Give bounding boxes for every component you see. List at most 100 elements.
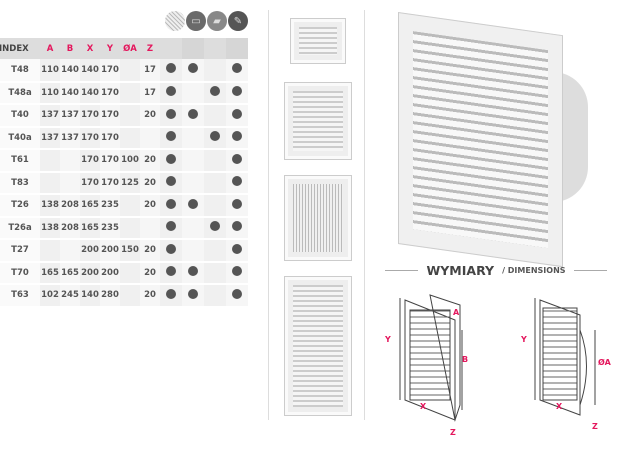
cell-index: T40 [0, 104, 40, 128]
cell-z [140, 126, 160, 150]
product-photo [284, 82, 352, 160]
cell-oa [120, 104, 140, 128]
cell-y: 200 [100, 261, 120, 285]
feature-cell [226, 194, 248, 218]
feature-cell [160, 194, 182, 218]
dot-icon [166, 288, 176, 299]
cell-a: 137 [40, 126, 60, 150]
feature-cell [226, 81, 248, 105]
cell-y: 235 [100, 216, 120, 240]
cell-y: 200 [100, 239, 120, 263]
cell-oa [120, 284, 140, 308]
feature-cell [182, 59, 204, 83]
dimensions-heading: WYMIARY/ DIMENSIONS [385, 263, 607, 278]
feature-cell [204, 239, 226, 263]
feature-cell [160, 126, 182, 150]
cell-y: 170 [100, 171, 120, 195]
feature-cell [226, 239, 248, 263]
paintable-icon: ✎ [228, 11, 248, 31]
cell-z: 20 [140, 261, 160, 285]
cell-y: 170 [100, 126, 120, 150]
cell-x: 140 [80, 59, 100, 83]
feature-cell [204, 171, 226, 195]
dot-icon [166, 176, 176, 187]
cell-a: 110 [40, 81, 60, 105]
cell-index: T26 [0, 194, 40, 218]
dot-icon [166, 63, 176, 74]
cell-b: 137 [60, 104, 80, 128]
cell-z: 17 [140, 59, 160, 83]
feature-cell [182, 81, 204, 105]
dot-icon [166, 243, 176, 254]
feature-cell [226, 216, 248, 240]
feature-cell [160, 104, 182, 128]
cell-z: 20 [140, 194, 160, 218]
cell-oa [120, 216, 140, 240]
cell-x: 170 [80, 149, 100, 173]
feature-cell [226, 284, 248, 308]
feature-cell [160, 216, 182, 240]
cell-oa: 100 [120, 149, 140, 173]
cell-oa [120, 126, 140, 150]
cell-b: 208 [60, 194, 80, 218]
cell-index: T48 [0, 59, 40, 83]
feature-cell [204, 149, 226, 173]
feature-cell [160, 81, 182, 105]
dot-icon [166, 221, 176, 232]
feature-cell [182, 194, 204, 218]
cell-index: T63 [0, 284, 40, 308]
feature-column-header [204, 38, 226, 59]
cell-z: 20 [140, 104, 160, 128]
feature-cell [204, 126, 226, 150]
feature-cell [226, 104, 248, 128]
cell-a: 137 [40, 104, 60, 128]
feature-cell [160, 149, 182, 173]
product-photo [284, 175, 352, 261]
cell-y: 170 [100, 81, 120, 105]
cell-index: T83 [0, 171, 40, 195]
feature-column-header [226, 38, 248, 59]
cell-index: T70 [0, 261, 40, 285]
dot-icon [166, 266, 176, 277]
feature-cell [182, 261, 204, 285]
column-header: INDEX [0, 38, 40, 59]
feature-cell [226, 126, 248, 150]
cell-z: 20 [140, 239, 160, 263]
feature-cell [160, 261, 182, 285]
dot-icon [166, 86, 176, 97]
mesh-icon [165, 11, 185, 31]
feature-cell [204, 216, 226, 240]
cell-oa: 150 [120, 239, 140, 263]
dot-icon [210, 131, 220, 142]
dot-icon [188, 288, 198, 299]
cell-b [60, 239, 80, 263]
cell-index: T26a [0, 216, 40, 240]
dimension-diagram-duct [399, 294, 463, 422]
dot-icon [232, 243, 242, 254]
dot-icon [232, 221, 242, 232]
feature-cell [226, 59, 248, 83]
cell-a [40, 239, 60, 263]
cell-index: T27 [0, 239, 40, 263]
column-header: A [40, 38, 60, 59]
cell-y: 235 [100, 194, 120, 218]
dot-icon [232, 198, 242, 209]
feature-cell [226, 149, 248, 173]
cell-a: 138 [40, 216, 60, 240]
cell-a: 165 [40, 261, 60, 285]
feature-column-header [160, 38, 182, 59]
cell-index: T40a [0, 126, 40, 150]
dot-icon [232, 266, 242, 277]
cell-y: 170 [100, 149, 120, 173]
feature-column-header [182, 38, 204, 59]
dot-icon [232, 288, 242, 299]
feature-cell [226, 261, 248, 285]
